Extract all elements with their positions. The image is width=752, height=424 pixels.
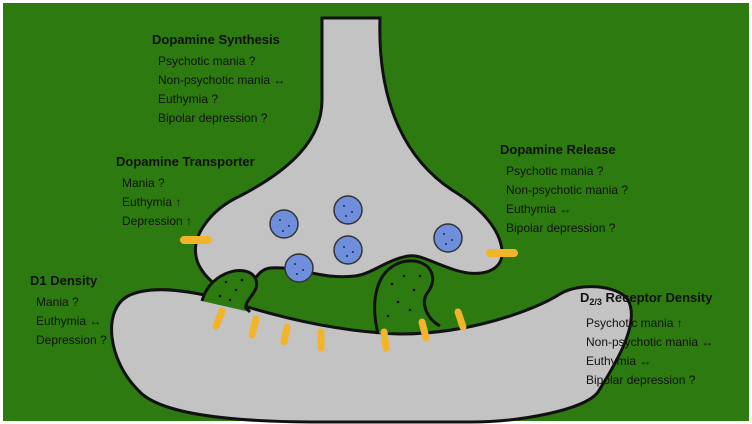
dopamine-transporters	[180, 236, 518, 257]
d23-heading-subscript: 2/3	[589, 297, 602, 307]
transporter-heading: Dopamine Transporter	[116, 154, 255, 169]
synthesis-heading: Dopamine Synthesis	[152, 32, 280, 47]
d1-line: Euthymia ↔	[36, 314, 102, 328]
synthesis-line: Bipolar depression ?	[158, 111, 268, 125]
receptor	[212, 307, 226, 330]
receptor	[418, 318, 430, 342]
transporter-line: Mania ?	[122, 176, 165, 190]
vesicle	[433, 223, 463, 253]
receptor	[280, 323, 291, 346]
release-line: Euthymia ↔	[506, 202, 572, 216]
vesicle	[269, 209, 299, 239]
vesicle	[333, 235, 363, 265]
spine-dots	[218, 274, 422, 318]
d1-label: D1 Density Mania ? Euthymia ↔ Depression…	[30, 273, 107, 350]
postsynaptic-receptors	[212, 307, 467, 352]
d1-line: Mania ?	[36, 295, 79, 309]
d23-line: Bipolar depression ?	[586, 373, 696, 387]
transporter-line: Euthymia ↑	[122, 195, 182, 209]
release-heading: Dopamine Release	[500, 142, 616, 157]
release-label: Dopamine Release Psychotic mania ? Non-p…	[500, 142, 628, 238]
release-line: Non-psychotic mania ?	[506, 183, 629, 197]
receptor	[380, 328, 390, 352]
postsynaptic-neuron	[110, 285, 633, 424]
d23-label: D2/3 Receptor Density Psychotic mania ↑ …	[580, 290, 713, 390]
receptor	[454, 308, 467, 331]
transporter-label: Dopamine Transporter Mania ? Euthymia ↑ …	[116, 154, 255, 231]
release-line: Bipolar depression ?	[506, 221, 616, 235]
d1-line: Depression ?	[36, 333, 107, 347]
synthesis-line: Psychotic mania ?	[158, 54, 256, 68]
synaptic-vesicles	[269, 195, 463, 283]
synthesis-line: Non-psychotic mania ↔	[158, 73, 286, 87]
transporter-line: Depression ↑	[122, 214, 193, 228]
d23-line: Euthymia ↔	[586, 354, 652, 368]
release-line: Psychotic mania ?	[506, 164, 604, 178]
d23-heading-prefix: D	[580, 290, 590, 305]
vesicle-dots	[279, 205, 453, 275]
d23-heading: D2/3 Receptor Density	[580, 290, 713, 310]
synthesis-line: Euthymia ?	[158, 92, 219, 106]
d23-heading-rest: Receptor Density	[601, 290, 713, 305]
synthesis-label: Dopamine Synthesis Psychotic mania ? Non…	[152, 32, 285, 128]
d23-line: Non-psychotic mania ↔	[586, 335, 714, 349]
d1-heading: D1 Density	[30, 273, 98, 288]
vesicle	[333, 195, 363, 225]
dendritic-spine-left	[200, 269, 259, 314]
d23-line: Psychotic mania ↑	[586, 316, 683, 330]
dendritic-spine-right	[373, 259, 441, 335]
vesicle	[284, 253, 314, 283]
receptor	[248, 315, 260, 339]
